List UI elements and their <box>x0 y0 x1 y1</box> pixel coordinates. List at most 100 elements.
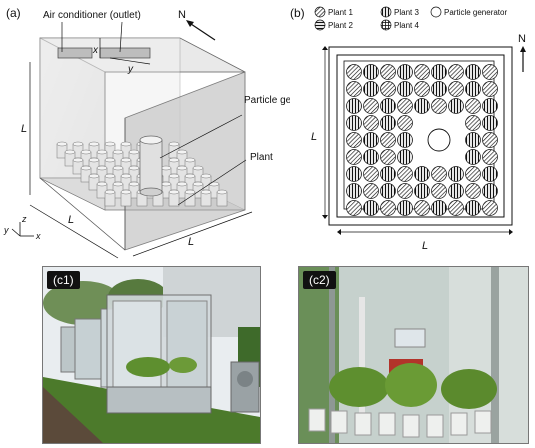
plant-marker <box>431 81 447 97</box>
plant-marker <box>397 98 413 114</box>
plant-cylinder <box>72 157 84 175</box>
plant-cylinder <box>88 173 100 191</box>
legend-item: Plant 4 <box>380 19 419 31</box>
plant-marker <box>482 200 498 216</box>
panel-b-diagram: Plant 1 Plant 2 Plant 3 Plant 4 Particle gen… <box>311 6 526 252</box>
L-side-label: L <box>311 131 317 143</box>
photo-c2: (c2) <box>298 266 529 444</box>
plant-marker <box>380 81 396 97</box>
panel-a-diagram: x y Air conditioner (outlet) Particle ge… <box>3 9 290 259</box>
legend-label: Plant 1 <box>328 8 353 17</box>
air-conditioner-outlet <box>57 47 93 59</box>
plant-marker <box>414 81 430 97</box>
plant-marker <box>397 115 413 131</box>
plant-marker <box>482 132 498 148</box>
plant-marker <box>448 166 464 182</box>
legend-item: Plant 3 <box>380 6 419 18</box>
plant-marker <box>465 115 481 131</box>
plant-marker <box>431 200 447 216</box>
plant-marker <box>431 98 447 114</box>
legend-label: Plant 3 <box>394 8 419 17</box>
plant-marker <box>465 200 481 216</box>
plant-marker <box>363 149 379 165</box>
panel-a-label: (a) <box>6 6 21 20</box>
plant-cylinder <box>168 189 180 207</box>
plant-marker <box>363 166 379 182</box>
plant-marker <box>431 183 447 199</box>
plant-marker <box>380 98 396 114</box>
plant-label: Plant <box>250 152 273 163</box>
plant-cylinder <box>200 189 212 207</box>
plant-array <box>56 141 228 207</box>
plant-marker <box>346 183 362 199</box>
photo-c1-label: (c1) <box>47 271 80 289</box>
plant-marker <box>482 98 498 114</box>
plant-marker <box>465 149 481 165</box>
plant-marker <box>482 81 498 97</box>
chamber-outline-outer <box>328 46 513 226</box>
plant-marker <box>380 149 396 165</box>
plant-marker <box>363 98 379 114</box>
L-left-label: L <box>21 123 27 135</box>
north-label-a: N <box>178 9 186 21</box>
plant-cylinder <box>80 165 92 183</box>
plant-marker <box>346 98 362 114</box>
plant-marker <box>397 132 413 148</box>
plant-marker <box>414 166 430 182</box>
dim-y-label: y <box>127 64 134 75</box>
plant-marker <box>414 98 430 114</box>
plant-marker <box>363 132 379 148</box>
plant-marker <box>380 115 396 131</box>
svg-text:z: z <box>21 214 27 224</box>
plant-marker <box>363 64 379 80</box>
plant-marker <box>448 81 464 97</box>
plant-marker <box>346 115 362 131</box>
plant-marker <box>465 166 481 182</box>
plant-marker <box>397 64 413 80</box>
plant-marker <box>397 200 413 216</box>
photo-c1: (c1) <box>42 266 261 444</box>
plant-marker <box>346 81 362 97</box>
plant-marker <box>346 64 362 80</box>
particle-generator-text: Particle generator <box>244 95 290 106</box>
plant-marker <box>363 183 379 199</box>
plant-marker <box>380 132 396 148</box>
plant-cylinder <box>184 173 196 191</box>
legend-item: Plant 2 <box>314 19 353 31</box>
plant-marker <box>482 149 498 165</box>
plant-marker <box>414 200 430 216</box>
plant-marker <box>397 183 413 199</box>
plant-marker <box>346 132 362 148</box>
plant-marker <box>363 81 379 97</box>
plant-marker <box>363 115 379 131</box>
north-arrow-a <box>187 21 216 41</box>
plant-marker <box>448 200 464 216</box>
legend-item: Particle generator <box>430 6 507 18</box>
L-bottom-left-label: L <box>68 214 74 226</box>
axes-triad: z x y <box>3 214 41 241</box>
plant-marker <box>465 81 481 97</box>
legend-label: Plant 2 <box>328 21 353 30</box>
plant-marker <box>482 64 498 80</box>
plant-marker <box>380 166 396 182</box>
plant-marker <box>414 183 430 199</box>
legend-item: Plant 1 <box>314 6 353 18</box>
plant-cylinder <box>56 141 68 159</box>
plant-marker <box>448 64 464 80</box>
panel-b-label: (b) <box>290 6 305 20</box>
plant-marker <box>482 115 498 131</box>
plant-marker <box>431 166 447 182</box>
L-bottom-right-label: L <box>188 236 194 248</box>
plant-marker <box>346 149 362 165</box>
svg-text:x: x <box>35 231 41 241</box>
legend-label: Plant 4 <box>394 21 419 30</box>
plant-marker <box>397 149 413 165</box>
plant-marker <box>397 166 413 182</box>
chamber-outline-inner <box>336 54 505 218</box>
plant-layout-grid <box>346 64 498 216</box>
plant-marker <box>363 200 379 216</box>
particle-generator-cylinder <box>139 135 163 197</box>
plant-marker <box>380 183 396 199</box>
plant-marker <box>448 98 464 114</box>
plant-cylinder <box>216 189 228 207</box>
